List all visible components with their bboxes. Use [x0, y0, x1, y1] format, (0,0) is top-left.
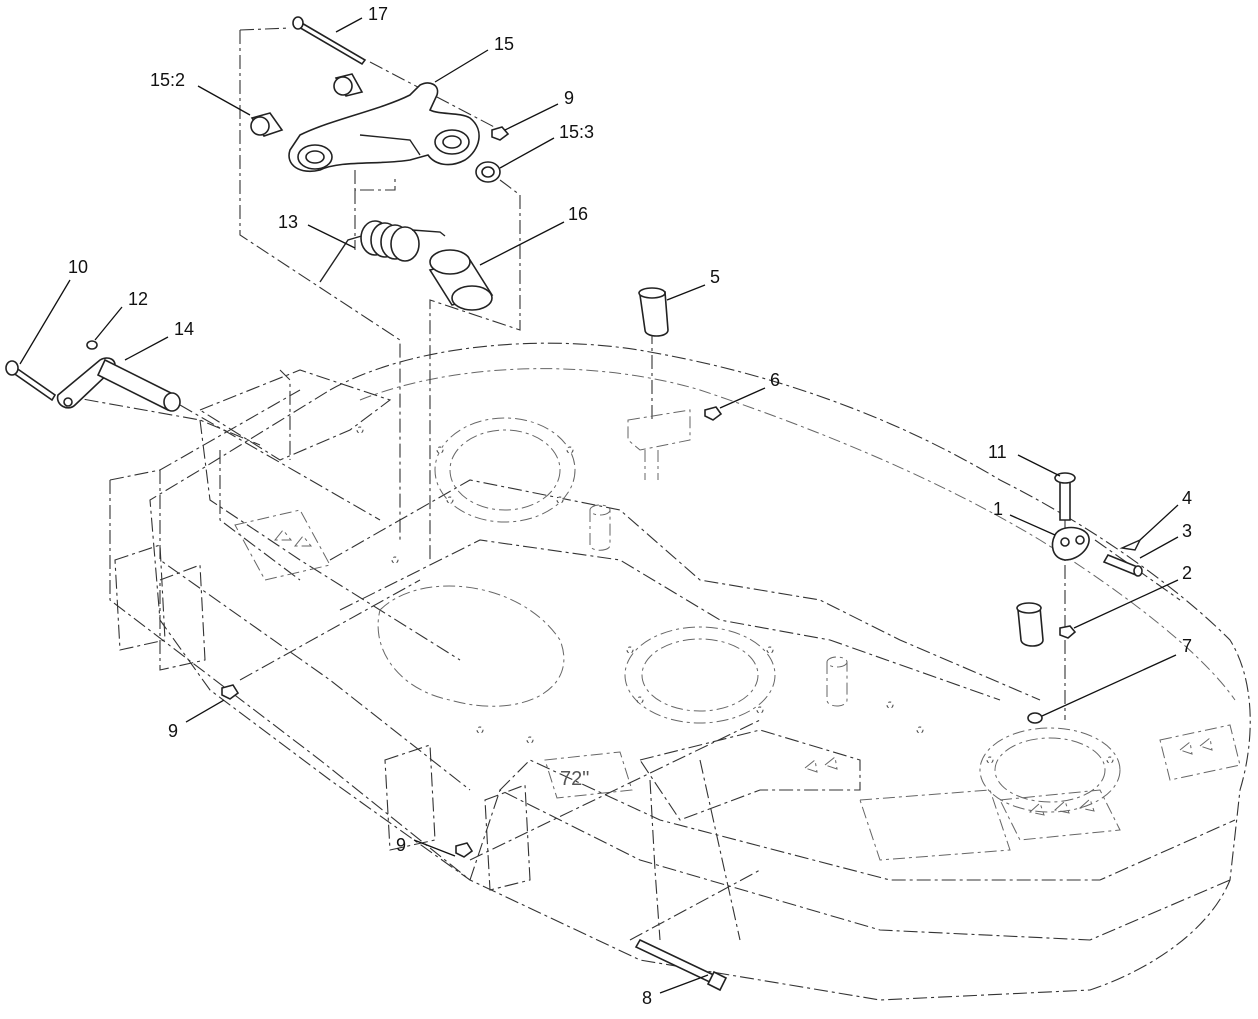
callout-7: 7 — [1182, 636, 1192, 656]
callout-2: 2 — [1182, 563, 1192, 583]
part-15-idler-arm — [288, 82, 480, 172]
callout-1: 1 — [993, 499, 1003, 519]
part-3-pin — [1102, 553, 1143, 577]
part-15-2-bushing — [250, 112, 284, 137]
mower-deck: 72" — [109, 342, 1251, 1001]
callout-11: 11 — [988, 442, 1007, 462]
part-4-clip — [1119, 538, 1142, 551]
callout-13: 13 — [278, 212, 298, 232]
deck-size-marking: 72" — [560, 768, 589, 790]
part-9-nut-top — [491, 126, 510, 141]
part-1-plate — [1051, 526, 1090, 561]
callout-12: 12 — [128, 289, 148, 309]
part-14-pivot-shaft — [56, 357, 181, 412]
callout-9-top: 9 — [564, 88, 574, 108]
part-17-pin — [292, 16, 367, 66]
callout-9-left: 9 — [168, 721, 178, 741]
callout-16: 16 — [568, 204, 588, 224]
callout-labels: 17 15 15:2 9 15:3 16 13 10 12 14 5 6 11 … — [68, 4, 1192, 1008]
part-15-3-bushing — [475, 161, 501, 183]
deck-decals: 72" — [234, 509, 1241, 861]
callout-9-bottom: 9 — [396, 835, 406, 855]
part-5-bumper-right — [1016, 602, 1044, 647]
part-13-spring — [319, 220, 446, 283]
deck-holes — [356, 426, 1114, 764]
callout-15: 15 — [494, 34, 514, 54]
callout-17: 17 — [368, 4, 388, 24]
part-11-pin — [1054, 472, 1076, 521]
part-8-bolt — [634, 938, 728, 992]
part-7-bolt — [1027, 712, 1043, 724]
part-9-nut-left — [221, 684, 240, 700]
callout-6: 6 — [770, 370, 780, 390]
callout-15-3: 15:3 — [559, 122, 594, 142]
bracket-5 — [627, 409, 691, 480]
leader-lines — [19, 17, 1179, 994]
callout-8: 8 — [642, 988, 652, 1008]
part-16-spacer — [428, 249, 494, 311]
part-5-bumper-top — [638, 287, 669, 337]
part-2-nut — [1059, 625, 1077, 639]
assembly-lines — [59, 27, 1181, 941]
part-10-bolt — [5, 360, 57, 402]
callout-4: 4 — [1182, 488, 1192, 508]
callout-5: 5 — [710, 267, 720, 287]
callout-15-2: 15:2 — [150, 70, 185, 90]
part-15-bushing-upper — [333, 73, 364, 97]
part-12-fitting — [86, 340, 98, 350]
callout-10: 10 — [68, 257, 88, 277]
part-6-nut — [704, 406, 723, 421]
part-9-nut-bottom — [455, 842, 474, 858]
callout-3: 3 — [1182, 521, 1192, 541]
callout-14: 14 — [174, 319, 194, 339]
